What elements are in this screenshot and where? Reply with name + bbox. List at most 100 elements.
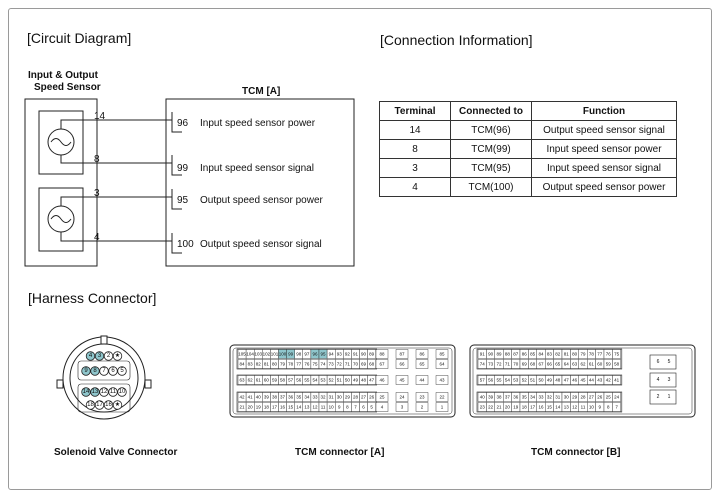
tcm-a-pin-label: 48 xyxy=(361,378,367,383)
tcm-b-pin-label: 52 xyxy=(522,378,528,383)
tcm-a-pin-label: 70 xyxy=(353,362,359,367)
tcm-b-pin-label: 23 xyxy=(480,405,486,410)
tcm-a-pin-label: 33 xyxy=(312,395,318,400)
solenoid-pin xyxy=(85,351,96,361)
tcm-a-pin xyxy=(415,392,429,402)
tcm-a-pin xyxy=(395,375,409,385)
tcm-b-pin-label: 18 xyxy=(522,405,528,410)
caption-solenoid-connector: Solenoid Valve Connector xyxy=(54,447,178,458)
diagram-frame xyxy=(8,8,712,490)
tcm-b-pin xyxy=(612,392,622,402)
tcm-a-pin-label: 85 xyxy=(439,352,445,357)
tcm-pin-96-label: Input speed sensor power xyxy=(200,118,316,129)
tcm-b-pin-label: 17 xyxy=(530,405,536,410)
tcm-a-pin-block xyxy=(236,348,377,370)
tcm-b-pin-label: 30 xyxy=(564,395,570,400)
solenoid-pin xyxy=(108,387,118,397)
tcm-a-pin-label: 89 xyxy=(369,352,375,357)
tcm-pin-96: 96 xyxy=(177,118,189,129)
solenoid-pin-label: ★ xyxy=(115,352,120,359)
tcm-a-pin-label: 26 xyxy=(369,395,375,400)
tcm-a-pin-label: 97 xyxy=(304,352,310,357)
solenoid-pin-label: 2 xyxy=(107,353,111,359)
tcm-a-pin xyxy=(435,402,449,412)
tcm-a-pin-label: 75 xyxy=(312,362,318,367)
tcm-b-pin-label: 89 xyxy=(496,352,502,357)
solenoid-pin xyxy=(90,366,100,376)
tcm-a-pin-label: 74 xyxy=(321,362,327,367)
tcm-a-pin-label: 36 xyxy=(288,395,294,400)
sensor-outline xyxy=(24,98,98,267)
sensor-pin-8: 8 xyxy=(94,154,100,165)
tcm-a-pin xyxy=(375,392,389,402)
sensor-pin-4: 4 xyxy=(94,232,100,243)
tcm-b-pin-label: 40 xyxy=(480,395,486,400)
solenoid-pin-label: 18 xyxy=(87,402,94,408)
tcm-b-pin-block xyxy=(476,348,623,370)
solenoid-pin-label: 6 xyxy=(111,368,115,374)
tcm-a-pin-label: 10 xyxy=(329,405,335,410)
tcm-b-pin-label: 4 xyxy=(657,377,660,383)
tcm-b-pin-label: 34 xyxy=(530,395,536,400)
tcm-b-pin-block xyxy=(476,374,623,386)
output-sensor-box xyxy=(38,187,84,252)
tcm-b-pin-label: 88 xyxy=(505,352,511,357)
tcm-b-pin-label: 20 xyxy=(505,405,511,410)
tcm-b-pin-label: 65 xyxy=(555,362,561,367)
tcm-a-pin-label: 15 xyxy=(288,405,294,410)
tcm-b-pin-label: 67 xyxy=(538,362,544,367)
tcm-a-pin-block xyxy=(236,391,377,413)
tcm-b-pin-label: 78 xyxy=(589,352,595,357)
tcm-b-pin-label: 85 xyxy=(530,352,536,357)
tcm-b-pin-label: 69 xyxy=(522,362,528,367)
tcm-a-pin-label: 8 xyxy=(346,405,349,410)
tcm-a-pin-label: 82 xyxy=(256,362,262,367)
tcm-a-pin-label: 24 xyxy=(399,395,405,400)
tcm-b-pin-label: 66 xyxy=(547,362,553,367)
tcm-b-pin xyxy=(612,359,622,369)
tcm-a-pin-label: 88 xyxy=(379,352,385,357)
solenoid-pin-label: 10 xyxy=(119,389,126,395)
tcm-a-pin-label: 72 xyxy=(337,362,343,367)
tcm-b-pin-label: 3 xyxy=(668,377,671,383)
tcm-b-pin-label: 36 xyxy=(513,395,519,400)
section-harness-connector: [Harness Connector] xyxy=(28,290,157,306)
tcm-b-pin-label: 91 xyxy=(480,352,486,357)
tcm-b-pin-label: 22 xyxy=(488,405,494,410)
tcm-a-pin xyxy=(375,375,389,385)
tcm-a-pin xyxy=(435,349,449,359)
tcm-a-pin-label: 2 xyxy=(421,405,424,410)
tcm-b-pin-label: 79 xyxy=(580,352,586,357)
tcm-a-pin xyxy=(395,359,409,369)
tcm-a-pin xyxy=(435,392,449,402)
solenoid-pin xyxy=(94,400,105,410)
sensor-title-line1: Input & Output xyxy=(28,70,98,81)
tcm-a-pin-label: 91 xyxy=(353,352,359,357)
tcm-a-pin-label: 92 xyxy=(345,352,351,357)
solenoid-pin-label: 16 xyxy=(105,402,112,408)
solenoid-pin xyxy=(117,387,127,397)
tcm-b-pin-label: 48 xyxy=(555,378,561,383)
solenoid-key-tab xyxy=(56,379,64,389)
tcm-a-pin-label: 93 xyxy=(337,352,343,357)
tcm-outline xyxy=(165,98,355,267)
tcm-b-pin-label: 28 xyxy=(580,395,586,400)
tcm-a-pin-label: 41 xyxy=(248,395,254,400)
tcm-b-pin-label: 70 xyxy=(513,362,519,367)
tcm-a-pin-label: 19 xyxy=(256,405,262,410)
solenoid-pin xyxy=(108,366,118,376)
tcm-pin-99-label: Input speed sensor signal xyxy=(200,163,314,174)
tcm-a-pin-label: 71 xyxy=(345,362,351,367)
tcm-pin-100: 100 xyxy=(177,239,194,250)
tcm-b-pin-label: 75 xyxy=(614,352,620,357)
tcm-a-pin xyxy=(415,375,429,385)
tcm-b-pin-label: 43 xyxy=(597,378,603,383)
tcm-a-inner xyxy=(232,347,453,415)
tcm-a-pin-label: 77 xyxy=(296,362,302,367)
solenoid-key-tab xyxy=(100,335,108,345)
tcm-b-pin-label: 44 xyxy=(589,378,595,383)
tcm-b-pin-label: 90 xyxy=(488,352,494,357)
tcm-a-pin-label: 7 xyxy=(354,405,357,410)
section-connection-information: [Connection Information] xyxy=(380,32,533,48)
